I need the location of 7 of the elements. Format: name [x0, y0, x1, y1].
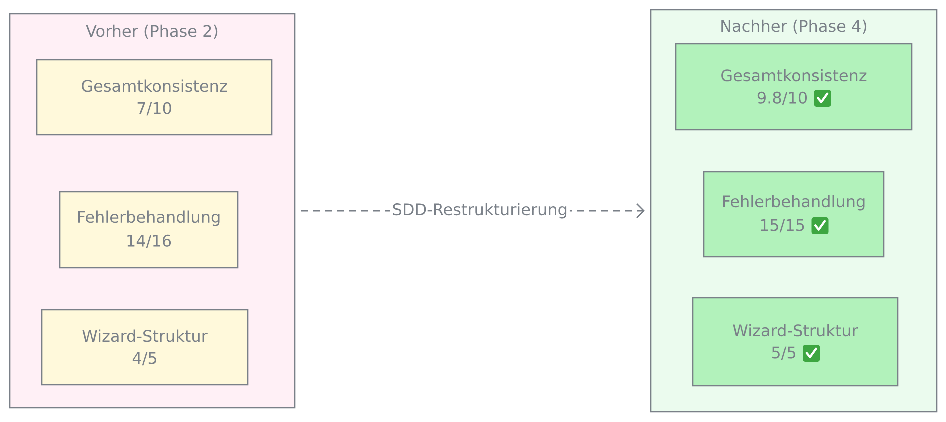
- edge-label: SDD-Restrukturierung: [390, 201, 570, 221]
- score-box: Fehlerbehandlung 14/16: [59, 191, 239, 269]
- score-box: Wizard-Struktur 5/5: [692, 297, 899, 387]
- score-box: Wizard-Struktur 4/5: [41, 309, 249, 386]
- score-box: Gesamtkonsistenz 7/10: [36, 59, 273, 136]
- score-box: Fehlerbehandlung 15/15: [703, 171, 885, 258]
- score-box: Gesamtkonsistenz 9.8/10: [675, 43, 913, 131]
